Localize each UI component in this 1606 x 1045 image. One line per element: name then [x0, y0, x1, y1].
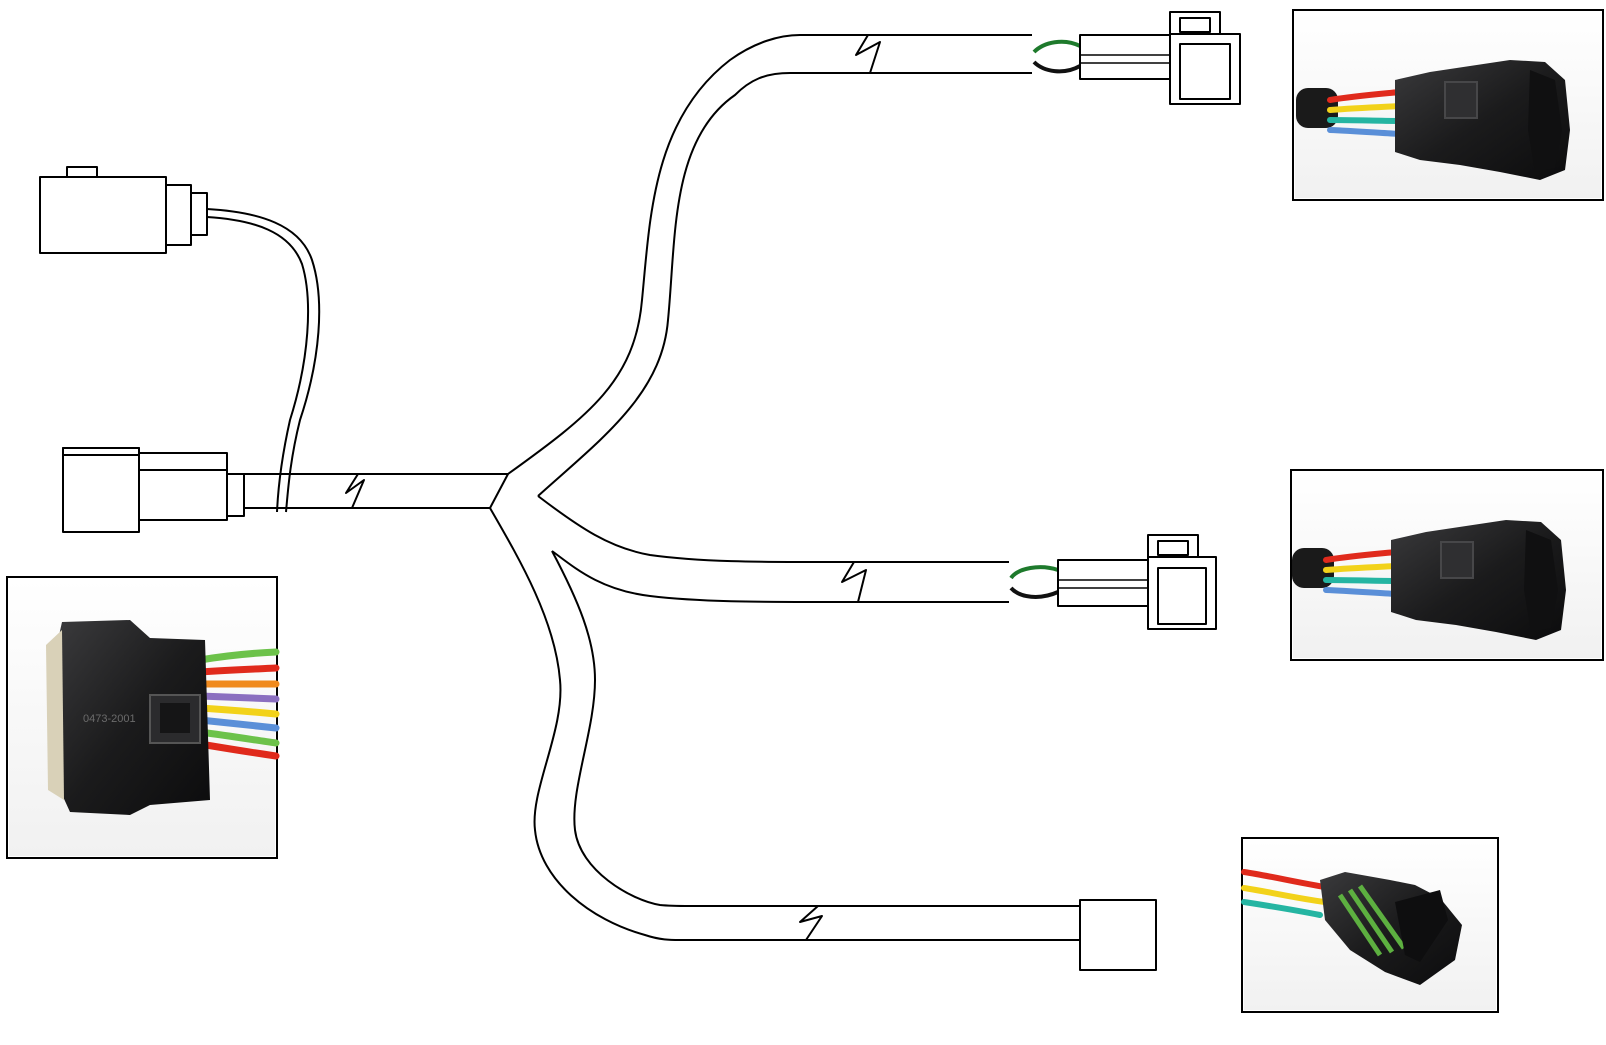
upper-branch-break-mark — [840, 34, 885, 74]
photo-wire-red — [1327, 89, 1403, 103]
photo-wire-yellow — [1323, 563, 1399, 573]
main-trunk — [243, 473, 509, 509]
lower-branch — [489, 507, 1080, 941]
upper-branch — [507, 34, 1032, 497]
photo-wire-yellow — [1327, 103, 1403, 113]
main-connector-lip — [62, 447, 140, 456]
photo-wire-teal — [1327, 117, 1403, 124]
upper-branch-cable — [507, 34, 1032, 497]
sensor-connector-boot — [190, 192, 208, 236]
photo-wire-red — [1241, 869, 1333, 891]
photo-wire-yellow — [1241, 885, 1328, 905]
middle-photo-wire-sleeve — [1292, 548, 1334, 588]
middle-branch-black-wire — [1009, 586, 1059, 599]
middle-branch-green-wire — [1009, 565, 1059, 580]
main-connector-boot — [226, 473, 245, 517]
middle-branch-latch-window — [1157, 540, 1189, 556]
middle-branch-connector-socket — [1157, 567, 1207, 625]
upper-branch-connector-socket — [1179, 43, 1231, 100]
photo-wire-yellow — [196, 704, 280, 718]
upper-branch-connector — [1032, 11, 1241, 105]
lower-photo-seal-rings — [1337, 884, 1407, 957]
middle-branch-connector-housing — [1057, 559, 1159, 607]
middle-branch-connector-photo — [1290, 469, 1604, 661]
lower-photo-wires — [1241, 869, 1333, 918]
middle-photo-wires — [1323, 549, 1399, 597]
upper-branch-green-wire — [1032, 39, 1081, 54]
photo-wire-light-green — [196, 728, 280, 747]
upper-branch-connector-housing — [1079, 34, 1181, 80]
pigtail-wire-inner — [206, 216, 310, 513]
upper-photo-wires — [1327, 89, 1403, 137]
middle-branch-cable — [537, 495, 1009, 603]
middle-branch-connector — [1009, 534, 1217, 630]
middle-photo-connector-body — [1391, 520, 1566, 640]
photo-wire-blue — [1327, 127, 1403, 137]
pigtail-wire-outer — [206, 208, 321, 513]
main-connector-housing — [138, 469, 228, 521]
lower-branch-connector — [1079, 899, 1157, 971]
trunk-break-mark — [345, 473, 366, 509]
main-connector-photo-body — [58, 620, 210, 815]
lower-branch-connector-block — [1079, 899, 1157, 971]
sensor-connector-neck — [165, 184, 192, 246]
photo-wire-red — [196, 664, 280, 676]
photo-wire-teal — [1241, 899, 1323, 918]
upper-photo-connector-body — [1395, 60, 1570, 180]
main-connector-photo: 0473-2001 — [6, 576, 280, 859]
photo-wire-teal — [1323, 577, 1399, 584]
photo-wire-red — [1323, 549, 1399, 563]
upper-branch-latch-window — [1179, 17, 1211, 33]
pigtail-wire — [206, 208, 321, 513]
middle-branch — [537, 495, 1009, 603]
photo-wire-blue — [1323, 587, 1399, 597]
lower-branch-break-mark — [799, 905, 823, 941]
photo-wire-violet — [196, 692, 280, 703]
main-connector-latch — [138, 452, 228, 471]
photo-wire-light-green — [196, 648, 280, 664]
main-connector-photo-part-label: 0473-2001 — [83, 713, 136, 725]
upper-branch-black-wire — [1032, 60, 1081, 74]
main-connector-body — [62, 447, 140, 533]
sensor-connector — [39, 166, 208, 254]
middle-branch-break-mark — [840, 561, 872, 603]
photo-wire-blue — [196, 716, 280, 732]
main-trunk-cable — [243, 473, 509, 509]
upper-photo-wire-sleeve — [1296, 88, 1338, 128]
lower-branch-connector-photo — [1241, 837, 1499, 1013]
main-connector-photo-wires — [196, 648, 280, 760]
sensor-connector-body — [39, 176, 167, 254]
main-harness-connector — [62, 447, 245, 533]
lower-branch-cable — [489, 507, 1080, 941]
upper-branch-connector-photo — [1292, 9, 1604, 201]
main-connector-photo-seal — [46, 630, 64, 800]
